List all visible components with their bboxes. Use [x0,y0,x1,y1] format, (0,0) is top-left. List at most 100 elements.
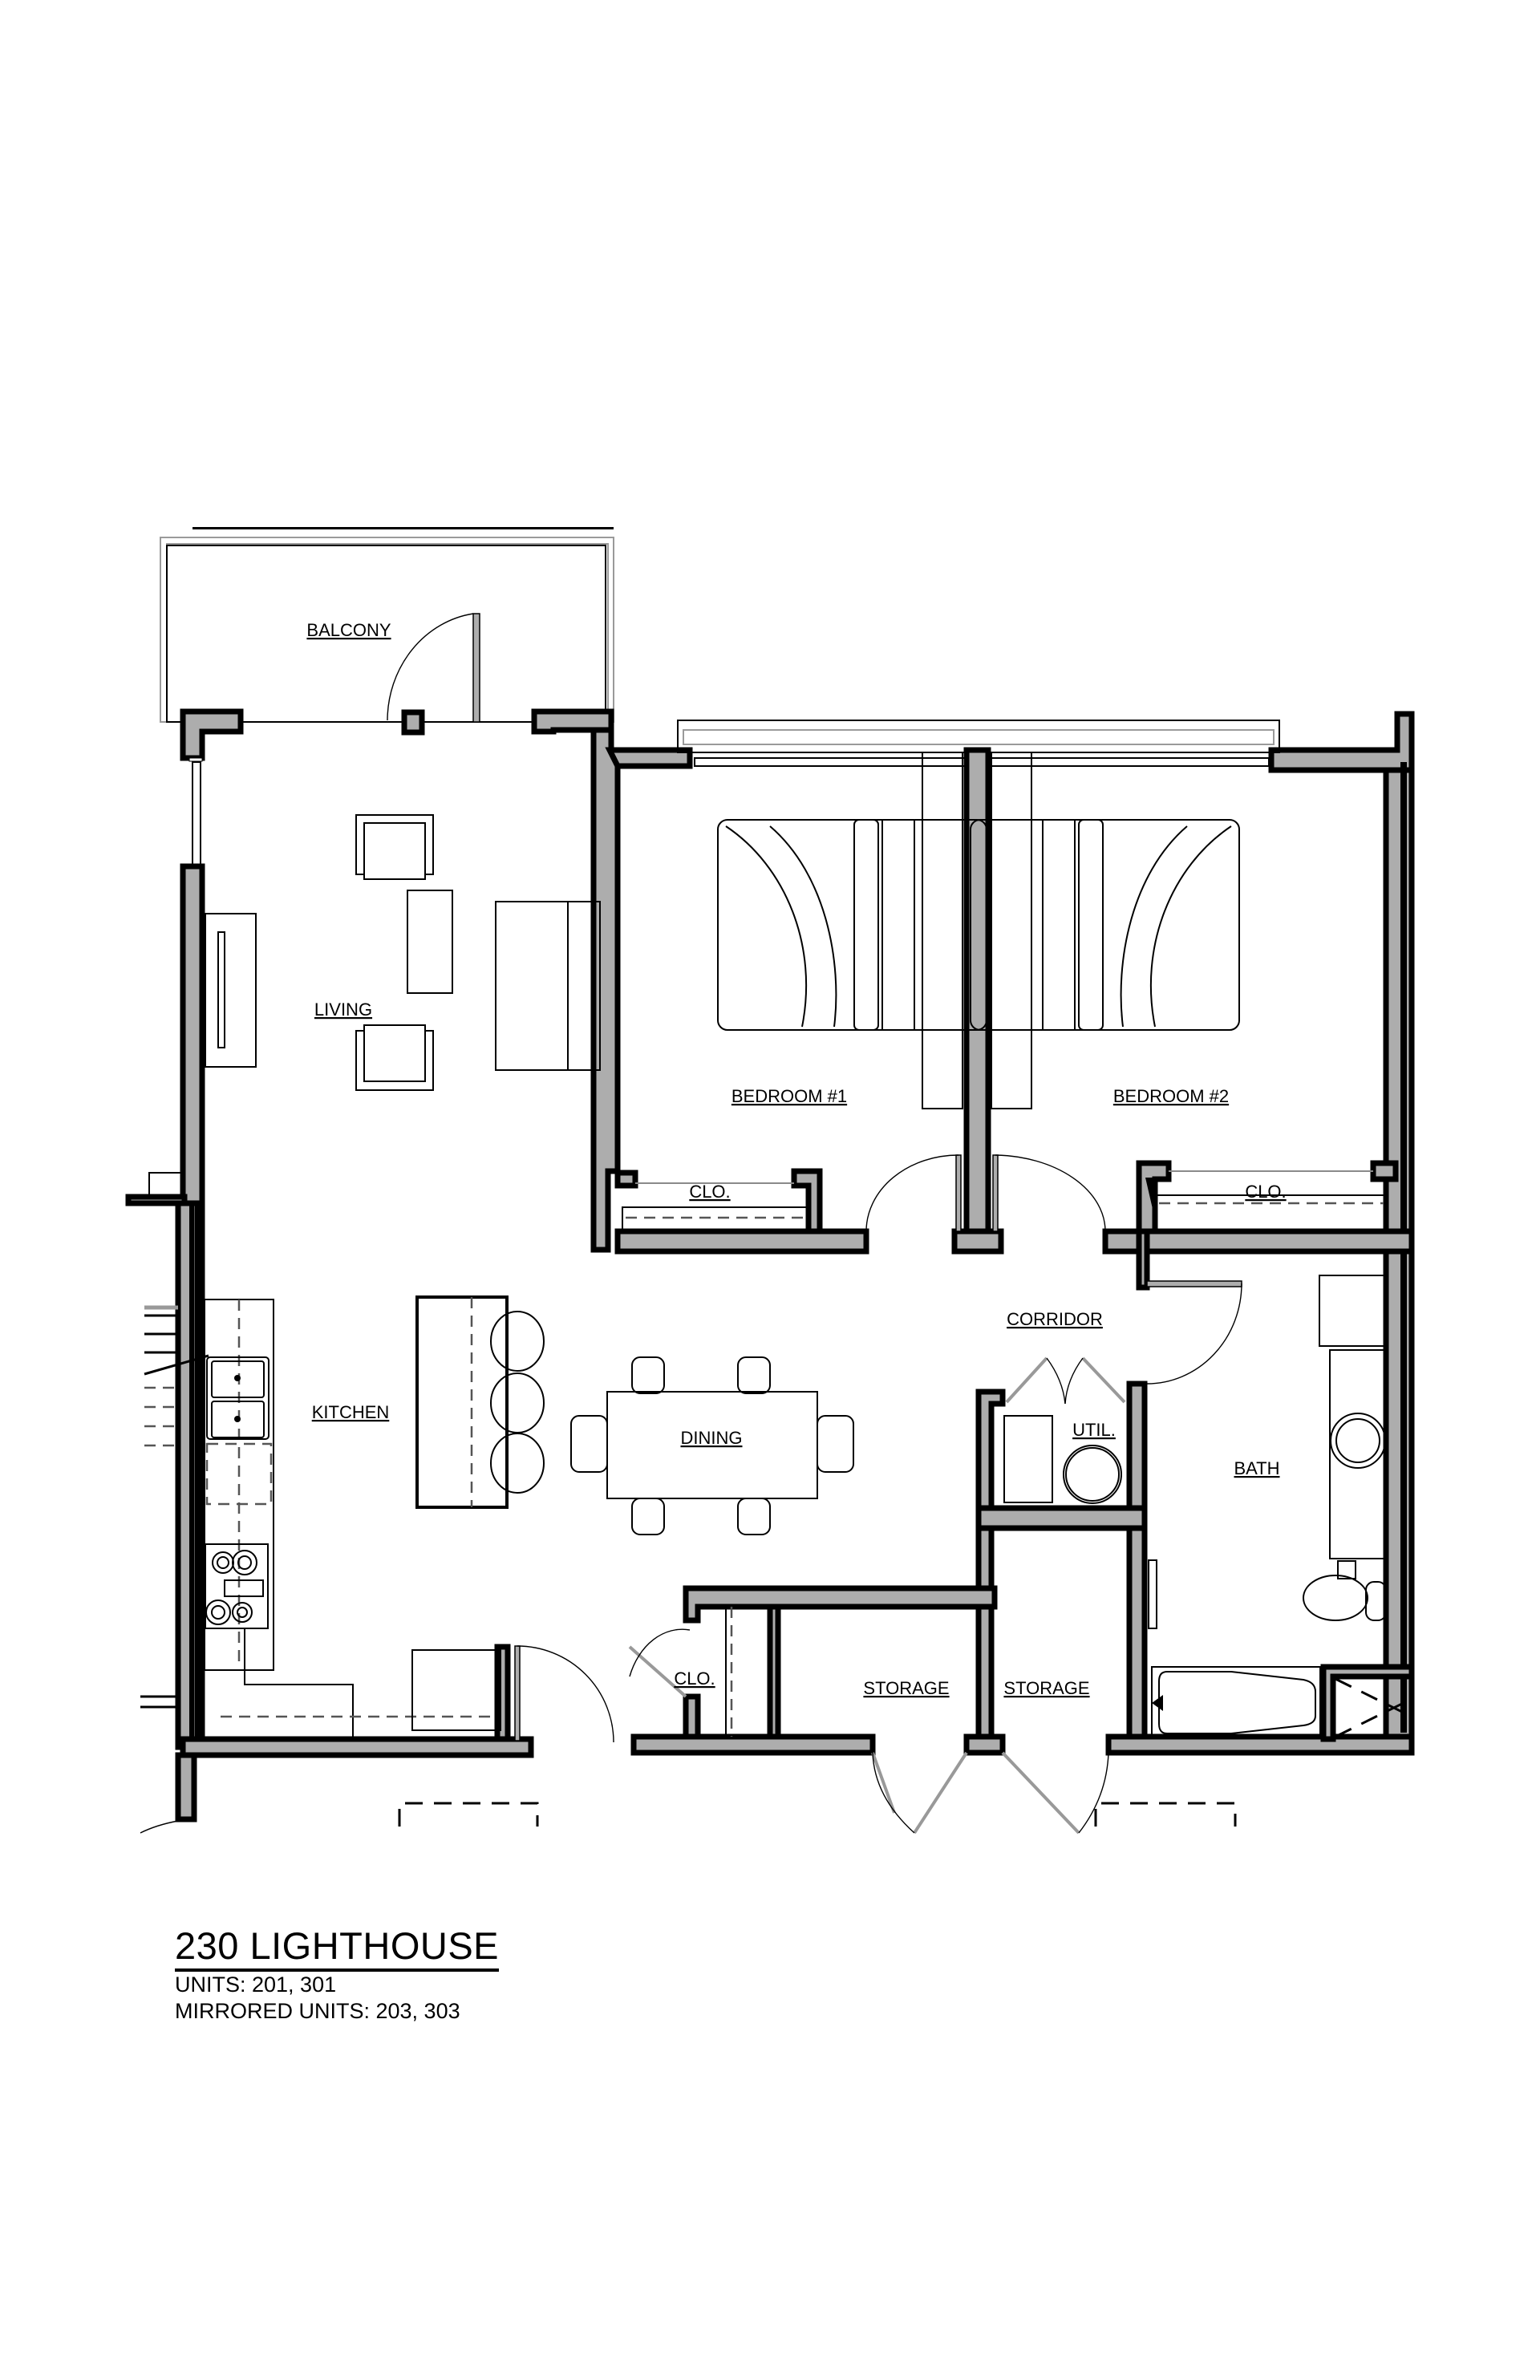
storage1-door-a [871,1752,896,1814]
utility [1003,1280,1242,1504]
util-door-left [1005,1356,1048,1404]
bed1-window [694,757,978,767]
stool-1 [490,1311,545,1372]
bath-door-leaf [1146,1280,1242,1287]
exterior-dashed [398,1802,1237,1827]
label-bedroom1: BEDROOM #1 [732,1086,847,1106]
wall-bottom-right [1105,1733,1415,1756]
balcony-door-leaf [472,613,480,723]
label-storage2: STORAGE [1003,1678,1089,1698]
bath-niche [1148,1559,1157,1629]
bed-2-drape-2 [1120,825,1188,1028]
wall-util-bottom [975,1505,1148,1531]
label-storage1: STORAGE [863,1678,949,1698]
label-corridor: CORRIDOR [1007,1309,1103,1329]
sink-bowl-1 [211,1360,265,1398]
balcony-slab [166,545,606,723]
drain-2 [234,1416,241,1422]
bed-2 [970,819,1240,1031]
window-jamb [188,757,203,762]
util-door-right [1081,1356,1126,1404]
bed2-door-leaf [992,1154,999,1232]
armchair-top-seat [363,822,426,880]
dashed-outline-left [398,1802,539,1827]
stool-3 [490,1433,545,1494]
wall-living-top-right [531,708,614,735]
wall-lower-stub [175,1752,197,1823]
sofa [495,901,601,1071]
wall-clo-storage [767,1604,781,1742]
bed1-door-swing [865,1154,959,1232]
wall-kitchen-bottom [180,1736,534,1758]
storage2-swing [1078,1752,1109,1834]
tub [1158,1671,1316,1734]
label-dining: DINING [681,1428,743,1448]
toilet-tank [1365,1581,1387,1621]
wall-entry-left-jamb [494,1644,511,1742]
shower-x [1335,1677,1412,1738]
nightstand-zone-1 [922,752,963,1109]
wall-util-left [975,1389,1006,1515]
bed-1-drape-2 [769,825,837,1028]
wall-bed-divider-base [951,1228,1004,1255]
tub-faucet [1152,1695,1163,1711]
label-living: LIVING [314,999,372,1020]
wall-bed1-top-left [605,747,693,769]
wall-bottom-mid [963,1733,1006,1756]
toilet-bowl [1303,1575,1368,1621]
armchair-bottom-seat [363,1024,426,1082]
bed2-door-swing [995,1154,1106,1232]
storage2-door [1001,1751,1080,1835]
fridge [411,1649,501,1731]
label-closet-bed1: CLO. [689,1182,730,1202]
title-block: 230 LIGHTHOUSE UNITS: 201, 301 MIRRORED … [175,1925,500,2025]
entry-door-swing [517,1645,614,1743]
wall-bed1-bottom [614,1228,869,1255]
wall-bed2-top-right [1268,711,1415,773]
stool-2 [490,1372,545,1433]
washer [1065,1447,1120,1502]
dashed-outline-right [1094,1802,1237,1827]
exterior-door-swing [140,1820,179,1834]
bed-1-drape [725,825,808,1028]
label-bath: BATH [1234,1458,1279,1478]
kitchen [204,1295,545,1739]
bed-2-drape [1149,825,1232,1028]
clo2-marker [1145,1178,1155,1219]
label-utility: UTIL. [1072,1420,1116,1440]
dining-chairs [570,1356,854,1535]
bed-1 [717,819,987,1031]
media-console [205,913,257,1068]
label-kitchen: KITCHEN [312,1402,390,1422]
bed1-door-leaf [955,1154,962,1232]
balcony [160,527,614,723]
dishwasher [205,1442,273,1506]
sink [206,1356,270,1440]
tv [217,931,225,1048]
bed-1-pillows [881,819,915,1031]
lavatory-inner [1335,1418,1380,1463]
exterior-stairs [140,1305,209,1834]
drain-1 [234,1375,241,1381]
wall-clo-entry-jamb [683,1693,701,1742]
range [205,1543,269,1629]
wall-kitchen-left [175,1200,201,1750]
wall-clo1-left-stub [614,1170,638,1189]
stair-cut-line [144,1354,209,1376]
bedroom-furniture [622,752,1387,1232]
bath-door-swing [1146,1283,1242,1385]
balcony-door-swing [387,613,474,721]
counter-l [244,1628,354,1739]
lavatory-outer [1330,1413,1386,1469]
sink-bowl-2 [211,1401,265,1438]
label-closet-bed2: CLO. [1245,1182,1286,1202]
dining [570,1356,854,1535]
wall-bath-left [1126,1525,1148,1742]
bed-2-pillow-fold [1078,819,1104,1031]
label-balcony: BALCONY [306,620,391,640]
clo1-shelf [622,1206,809,1231]
water-heater [1003,1415,1053,1503]
wall-kitchen-core [189,1203,194,1741]
room-labels: BALCONY LIVING BEDROOM #1 BEDROOM #2 CLO… [306,620,1286,1698]
